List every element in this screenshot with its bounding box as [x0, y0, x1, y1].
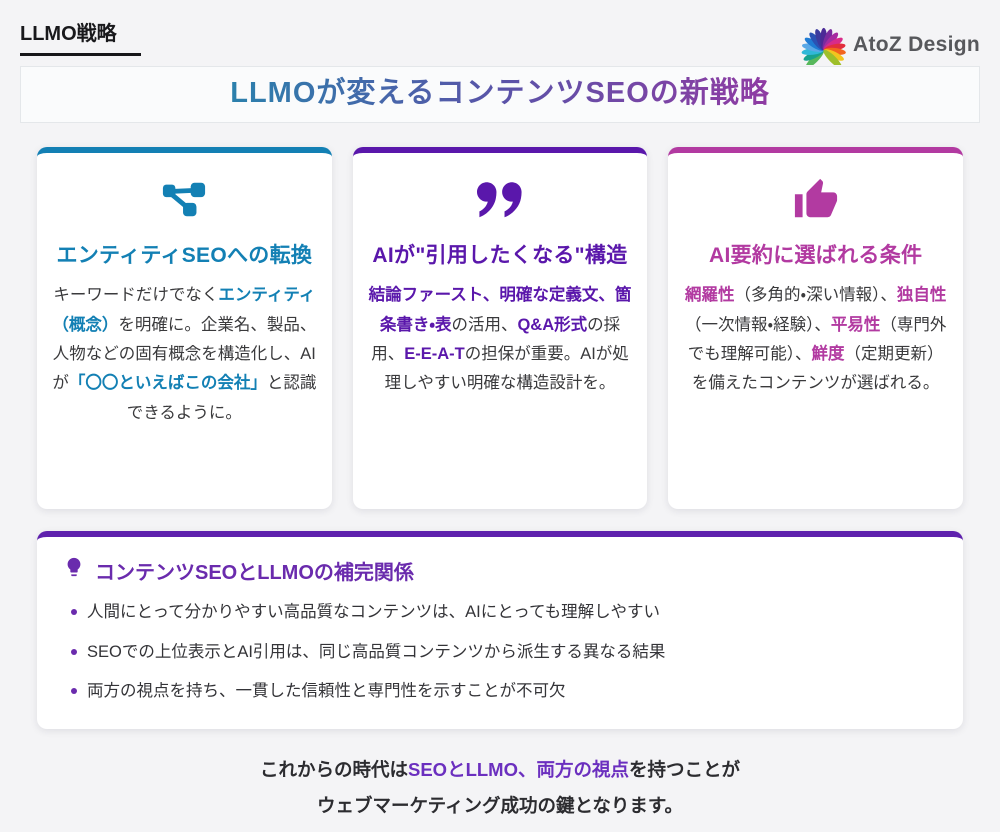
page-label: LLMO戦略 [20, 17, 141, 56]
summary-box: コンテンツSEOとLLMOの補完関係 人間にとって分かりやすい高品質なコンテンツ… [37, 530, 963, 729]
bullet-item: 人間にとって分かりやすい高品質なコンテンツは、AIにとっても理解しやすい [69, 600, 937, 625]
cards-row: エンティティSEOへの転換 キーワードだけでなくエンティティ（概念）を明確に。企… [37, 146, 963, 509]
lightbulb-icon [63, 556, 85, 584]
card-body: 結論ファースト、明確な定義文、箇条書き・表の活用、Q&A形式の採用、E-E-A-… [367, 281, 634, 398]
body-text: （多角的・深い情報）、 [734, 286, 897, 305]
brand-logo: AtoZ Design [797, 19, 980, 70]
highlighted-text: 独自性 [896, 286, 947, 305]
page-header: LLMO戦略 AtoZ Design [0, 0, 1000, 69]
summary-heading-row: コンテンツSEOとLLMOの補完関係 [63, 556, 937, 585]
card-title: AI要約に選ばれる条件 [709, 243, 923, 267]
body-text: の担保が重要。AIが処理しやすい明確な構造設計を。 [384, 344, 629, 393]
highlighted-text: エンティティ（概念） [52, 286, 316, 334]
quote-icon [367, 177, 634, 223]
body-text: の活用、 [451, 315, 518, 334]
footer-line-1: これからの時代はSEOとLLMO、両方の視点を持つことが [0, 752, 1000, 788]
info-card: AIが"引用したくなる"構造 結論ファースト、明確な定義文、箇条書き・表の活用、… [352, 146, 648, 509]
body-text: を明確に。企業名、製品、人物などの固有概念を構造化し、AIが [52, 315, 317, 393]
footer-line-2: ウェブマーケティング成功の鍵となります。 [316, 794, 684, 816]
summary-heading: コンテンツSEOとLLMOの補完関係 [95, 561, 414, 584]
highlighted-text: 平易性 [830, 315, 881, 334]
thumbs-up-icon [682, 177, 949, 223]
highlighted-text: 結論ファースト、明確な定義文、箇条書き・表 [368, 286, 632, 334]
highlighted-text: 「〇〇といえばこの会社」 [68, 374, 267, 393]
highlighted-text: 網羅性 [684, 286, 735, 305]
brand-name: AtoZ Design [853, 32, 980, 56]
bullet-item: 両方の視点を持ち、一貫した信頼性と専門性を示すことが不可欠 [69, 679, 937, 704]
body-text: と認識できるように。 [126, 374, 317, 422]
page-title: LLMOが変えるコンテンツSEOの新戦略 [230, 77, 770, 109]
highlighted-text: E-E-A-T [404, 344, 465, 363]
card-title: AIが"引用したくなる"構造 [372, 243, 628, 267]
pinwheel-flower-icon [797, 19, 849, 70]
highlighted-text: SEOとLLMO、両方の視点 [408, 758, 629, 780]
body-text: キーワードだけでなく [53, 286, 219, 305]
highlighted-text: 鮮度 [811, 344, 845, 363]
share-nodes-icon [51, 177, 318, 223]
info-card: エンティティSEOへの転換 キーワードだけでなくエンティティ（概念）を明確に。企… [37, 146, 332, 509]
card-title: エンティティSEOへの転換 [56, 243, 313, 267]
card-body: 網羅性（多角的・深い情報）、独自性 （一次情報・経験）、平易性（専門外でも理解可能… [682, 281, 949, 398]
body-text: （専門外でも理解可能）、 [687, 315, 947, 363]
body-text: （定期更新）を備えたコンテンツが選ばれる。 [691, 344, 944, 393]
highlighted-text: Q&A形式 [517, 315, 588, 334]
footer-note: これからの時代はSEOとLLMO、両方の視点を持つことが ウェブマーケティング成… [0, 752, 1000, 824]
summary-bullets: 人間にとって分かりやすい高品質なコンテンツは、AIにとっても理解しやすい SEOで… [63, 600, 937, 704]
body-text: の採用、 [371, 315, 621, 363]
bullet-item: SEOでの上位表示とAI引用は、同じ高品質コンテンツから派生する異なる結果 [69, 640, 937, 665]
info-card: AI要約に選ばれる条件 網羅性（多角的・深い情報）、独自性 （一次情報・経験）、平… [668, 146, 963, 509]
body-text: を持つことが [628, 758, 740, 780]
body-text: （一次情報・経験）、 [684, 315, 831, 334]
card-body: キーワードだけでなくエンティティ（概念）を明確に。企業名、製品、人物などの固有概… [51, 281, 318, 428]
hero-band: LLMOが変えるコンテンツSEOの新戦略 [20, 66, 980, 123]
body-text: これからの時代は [259, 758, 408, 780]
